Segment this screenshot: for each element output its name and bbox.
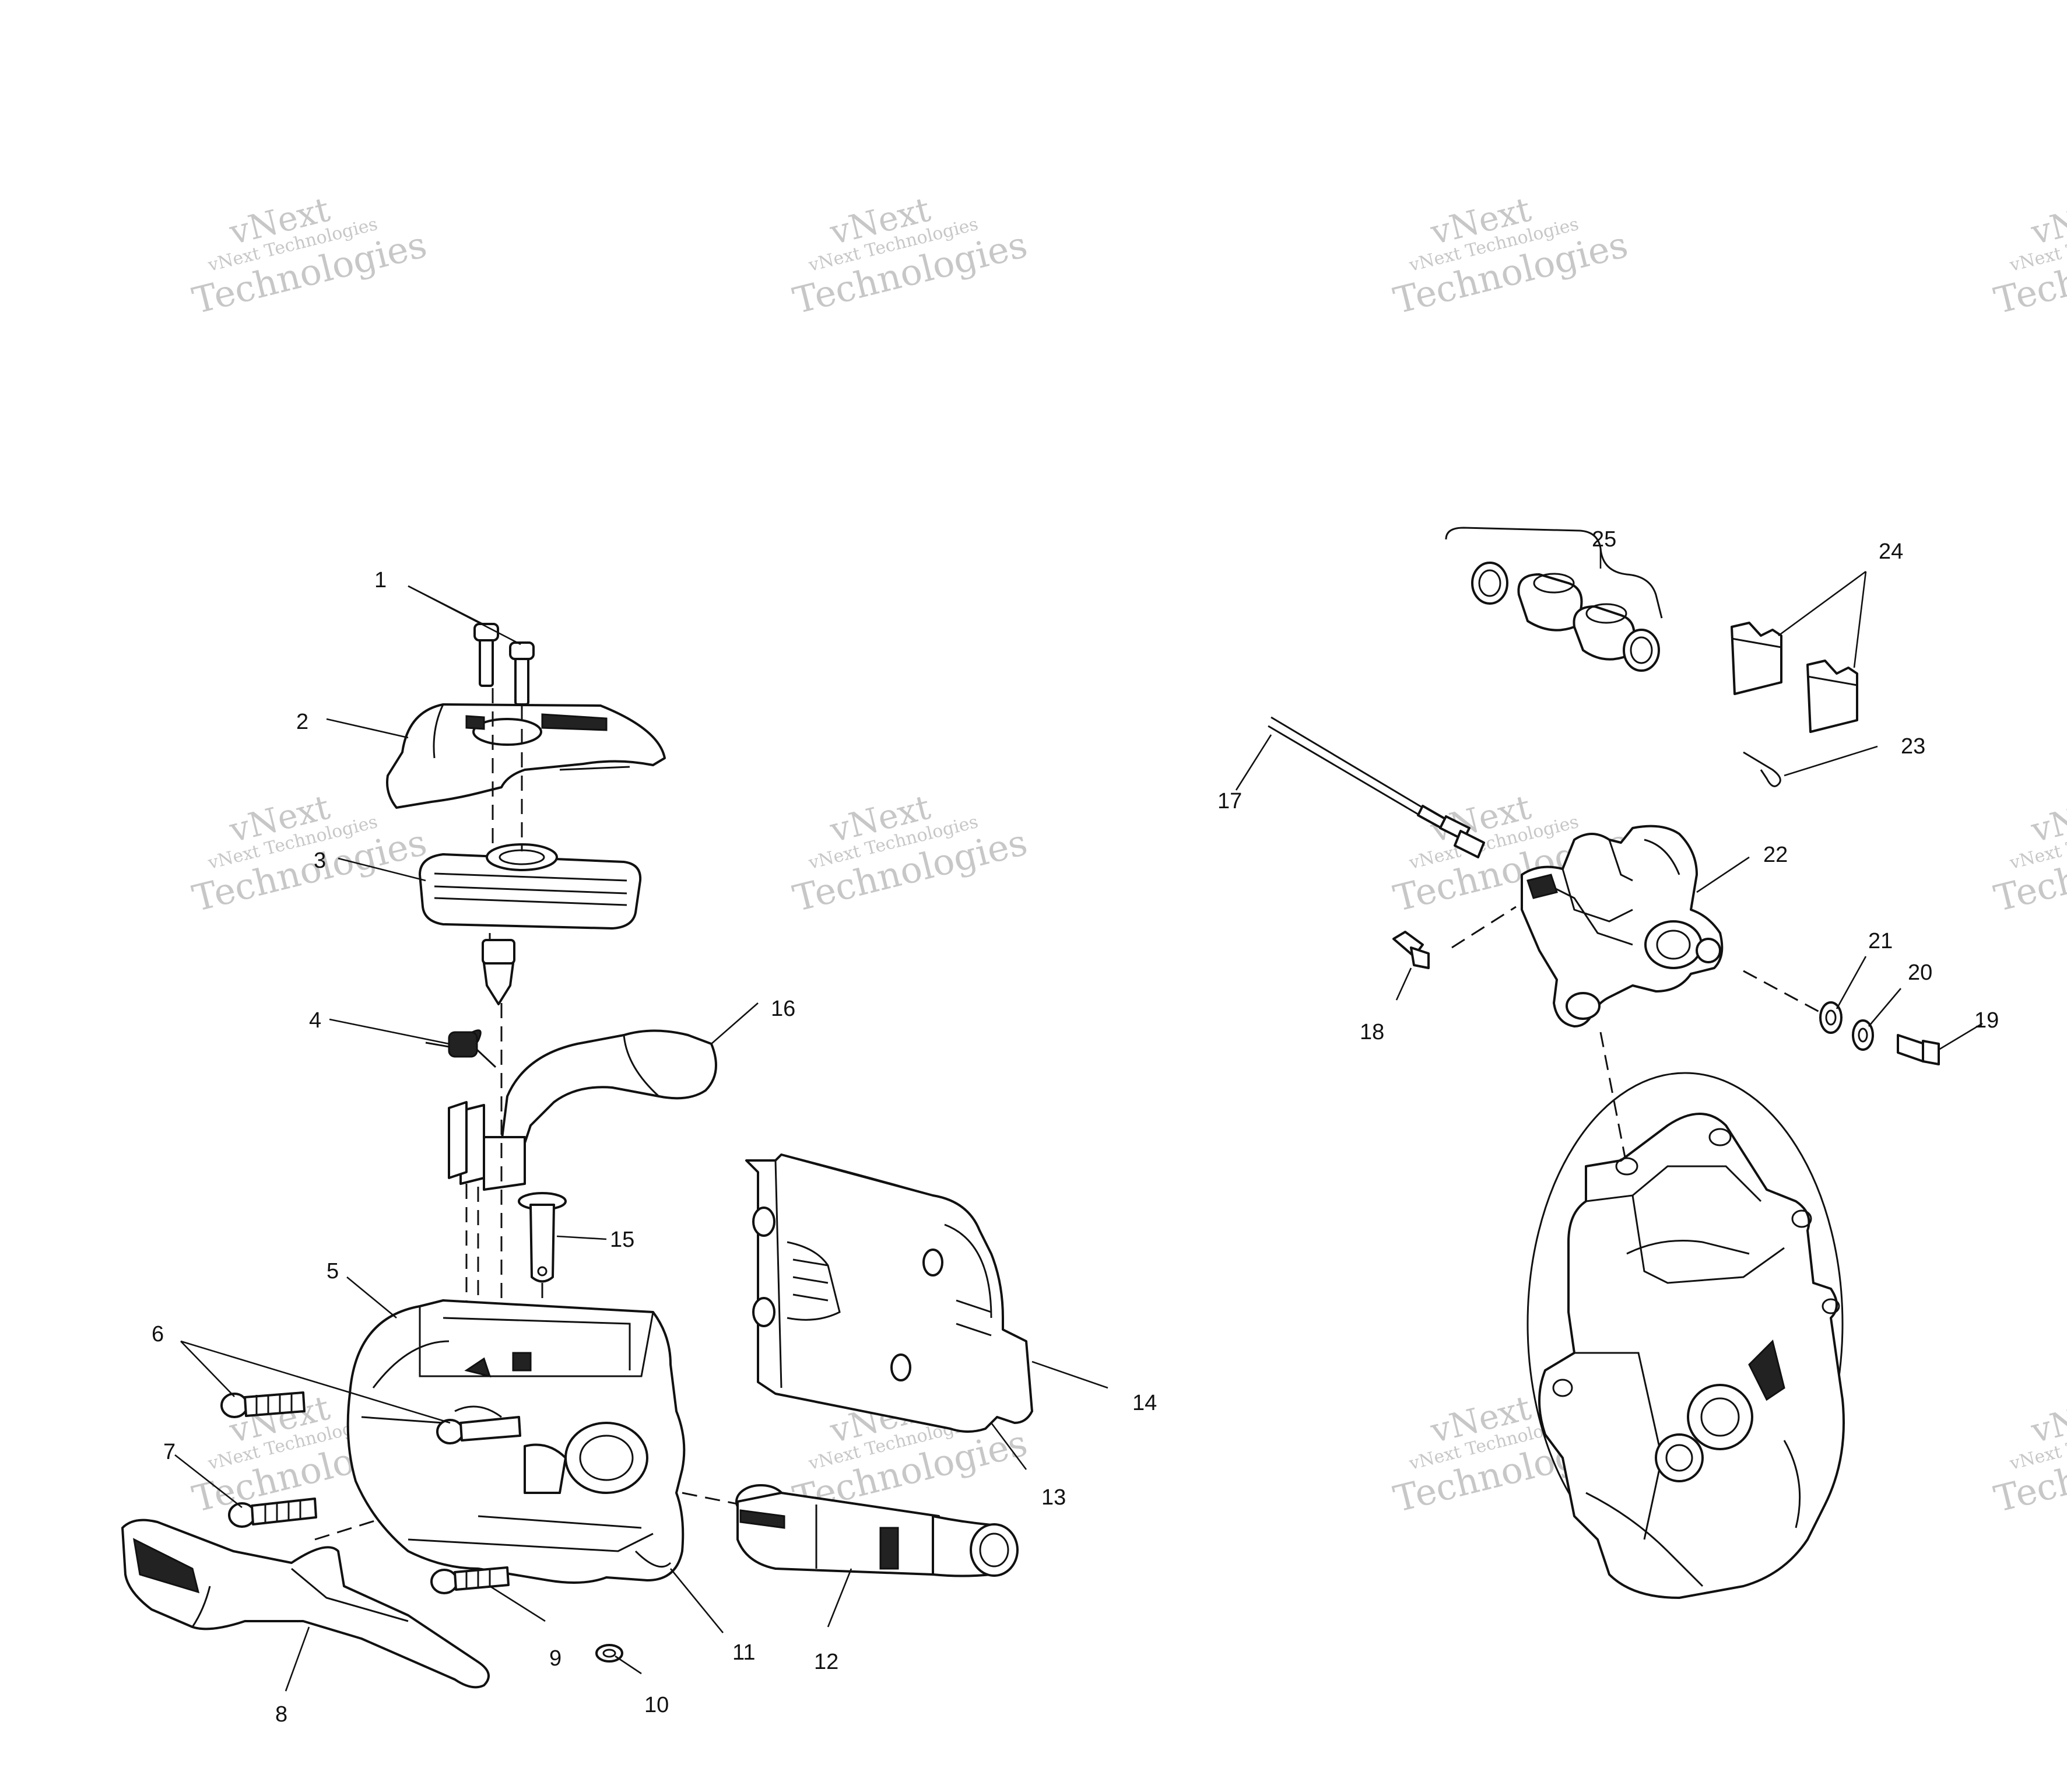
callout-1: 1 <box>374 568 387 592</box>
part-8-hand-lever <box>121 1519 490 1689</box>
part-19-bolt <box>1897 1034 1940 1065</box>
callout-20: 20 <box>1908 960 1932 985</box>
callout-21: 21 <box>1868 929 1893 953</box>
callout-12: 12 <box>814 1650 838 1674</box>
part-24-brake-pads <box>1731 622 1858 733</box>
part-16-lever <box>448 1029 717 1191</box>
part-13-14-cover-plate <box>745 1153 1033 1433</box>
callout-labels: 1 2 3 4 5 6 7 8 9 10 11 12 13 14 15 16 1… <box>152 527 1999 1727</box>
callout-5: 5 <box>327 1259 339 1283</box>
part-25-seals <box>1471 562 1660 672</box>
part-9-bolt <box>430 1566 510 1594</box>
assembly-guides-right <box>1451 906 1820 1167</box>
part-18-bleeder <box>1392 931 1430 969</box>
part-5-housing <box>346 1299 686 1584</box>
callout-23: 23 <box>1901 734 1925 759</box>
callout-18: 18 <box>1360 1020 1384 1044</box>
part-2-cover <box>386 703 666 809</box>
callout-24: 24 <box>1879 539 1903 564</box>
callout-4: 4 <box>309 1008 321 1033</box>
part-15-pin <box>518 1192 567 1283</box>
callout-17: 17 <box>1217 789 1242 813</box>
callout-8: 8 <box>275 1702 287 1727</box>
callout-15: 15 <box>610 1228 634 1252</box>
callout-14: 14 <box>1132 1391 1157 1415</box>
part-3-diaphragm <box>419 843 642 930</box>
part-12-piston <box>735 1484 1019 1577</box>
callout-2: 2 <box>296 710 308 734</box>
callout-10: 10 <box>644 1693 669 1717</box>
part-22-caliper <box>1521 825 1724 1027</box>
part-4-spring <box>425 1029 497 1068</box>
callout-22: 22 <box>1763 843 1788 867</box>
callout-13: 13 <box>1041 1485 1066 1510</box>
brake-lever-assembly <box>121 623 1033 1689</box>
chaincase-housing <box>1526 1072 1845 1599</box>
plunger <box>482 939 515 1005</box>
part-1-screws <box>473 623 535 706</box>
part-7-bolt <box>228 1498 317 1528</box>
callout-3: 3 <box>314 848 326 873</box>
callout-9: 9 <box>549 1646 562 1671</box>
part-23-clip <box>1743 751 1781 787</box>
part-21-washer <box>1819 1001 1843 1034</box>
callout-19: 19 <box>1974 1008 1999 1033</box>
callout-7: 7 <box>163 1440 176 1464</box>
callout-6: 6 <box>152 1322 164 1346</box>
part-20-washer <box>1852 1019 1874 1051</box>
callout-16: 16 <box>771 997 795 1021</box>
callout-11: 11 <box>732 1640 755 1665</box>
part-17-brake-line <box>1268 716 1485 858</box>
callout-25: 25 <box>1592 527 1616 552</box>
leader-lines <box>174 548 1983 1692</box>
caliper-assembly <box>1268 527 1940 1599</box>
part-6-bolt <box>220 1391 521 1444</box>
